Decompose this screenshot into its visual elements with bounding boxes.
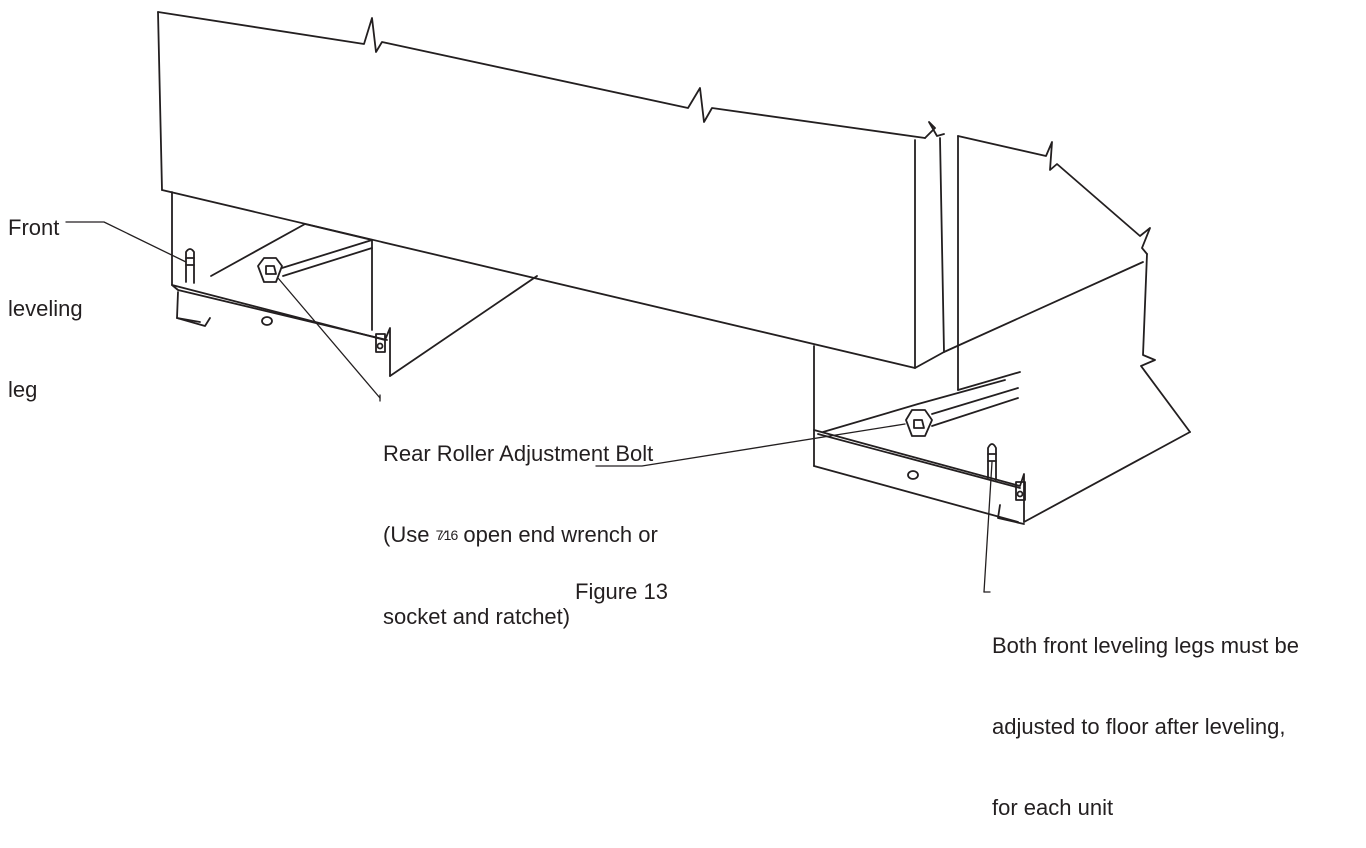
right-base-frame xyxy=(813,429,1025,523)
right-unit xyxy=(813,135,1191,525)
both-legs-line3: for each unit xyxy=(992,795,1114,820)
both-legs-line2: adjusted to floor after leveling, xyxy=(992,714,1286,739)
both-legs-line1: Both front leveling legs must be xyxy=(992,633,1299,658)
rear-roller-bolt-label: Rear Roller Adjustment Bolt (Use 7⁄16 op… xyxy=(383,386,658,657)
right-unit-top-edge xyxy=(957,135,1151,255)
front-leg-label-line1: Front xyxy=(8,215,60,240)
figure-caption: Figure 13 xyxy=(575,579,668,604)
left-unit-top-edge xyxy=(157,11,926,139)
right-base-hole xyxy=(907,470,919,480)
leader-lines xyxy=(65,221,993,593)
bolt-size-fraction: 7⁄16 xyxy=(435,527,459,543)
bolt-label-line2: (Use 7⁄16 open end wrench or xyxy=(383,521,658,549)
bolt-label-line1: Rear Roller Adjustment Bolt xyxy=(383,441,654,466)
left-unit-bottom-edge xyxy=(161,189,916,369)
leveling-illustration xyxy=(65,11,1191,593)
figure-13-diagram: Front leveling leg Rear Roller Adjustmen… xyxy=(8,11,1299,820)
bolt-label-line2-pre: (Use xyxy=(383,522,436,547)
both-legs-leader xyxy=(983,461,993,593)
front-leg-label-line3: leg xyxy=(8,377,38,402)
left-unit-left-edge xyxy=(157,11,163,191)
front-leveling-leg-label: Front leveling leg xyxy=(8,160,83,430)
bolt-leader-right xyxy=(595,423,906,467)
both-legs-note: Both front leveling legs must be adjuste… xyxy=(992,578,1299,848)
bolt-leader-left xyxy=(277,277,381,399)
right-adjustment-bolt xyxy=(905,409,933,437)
left-adjustment-bolt xyxy=(257,257,283,283)
left-unit xyxy=(157,11,945,377)
bolt-label-line2-post: open end wrench or xyxy=(457,522,658,547)
front-leg-leader xyxy=(65,221,187,263)
bolt-label-line3: socket and ratchet) xyxy=(383,604,571,629)
right-front-leveling-leg xyxy=(987,443,997,481)
front-leg-label-line2: leveling xyxy=(8,296,83,321)
left-base-frame xyxy=(171,191,391,377)
left-front-leveling-leg xyxy=(185,248,195,284)
left-base-hole xyxy=(261,316,273,326)
